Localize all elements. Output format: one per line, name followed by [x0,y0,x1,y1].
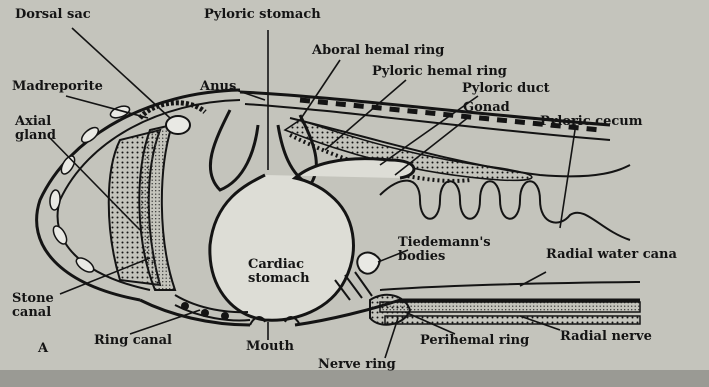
label-nerve-ring: Nerve ring [318,358,396,372]
dorsal-sac-shape [166,116,190,134]
label-aboral-hemal-ring: Aboral hemal ring [312,44,444,58]
label-figure-letter: A [38,342,48,356]
label-dorsal-sac: Dorsal sac [15,8,91,22]
label-anus: Anus [200,80,236,94]
label-mouth: Mouth [246,340,294,354]
radial-water-canal-shape [380,282,640,290]
label-tiedemanns-line2: bodies [398,250,445,264]
label-cardiac-stomach-line1: Cardiac [248,258,304,272]
label-madreporite: Madreporite [12,80,103,94]
label-ring-canal: Ring canal [94,334,172,348]
label-radial-water-canal: Radial water cana [546,248,677,262]
label-axial-gland-line2: gland [15,129,56,143]
label-pyloric-cecum: Pyloric cecum [540,115,642,129]
label-pyloric-hemal-ring: Pyloric hemal ring [372,65,507,79]
gonad-wave [380,181,630,240]
label-cardiac-stomach-line2: stomach [248,272,310,286]
tiedemanns-bodies-shape [357,253,380,274]
label-radial-nerve: Radial nerve [560,330,652,344]
label-stone-canal-line2: canal [12,306,51,320]
radial-canal-band [380,302,640,312]
label-perihemal-ring: Perihemal ring [420,334,529,348]
label-axial-gland-line1: Axial [15,115,51,129]
label-stone-canal-line1: Stone [12,292,54,306]
label-tiedemanns-line1: Tiedemann's [398,236,491,250]
label-pyloric-stomach: Pyloric stomach [204,8,321,22]
label-pyloric-duct: Pyloric duct [462,82,550,96]
label-gonad: Gonad [463,101,510,115]
